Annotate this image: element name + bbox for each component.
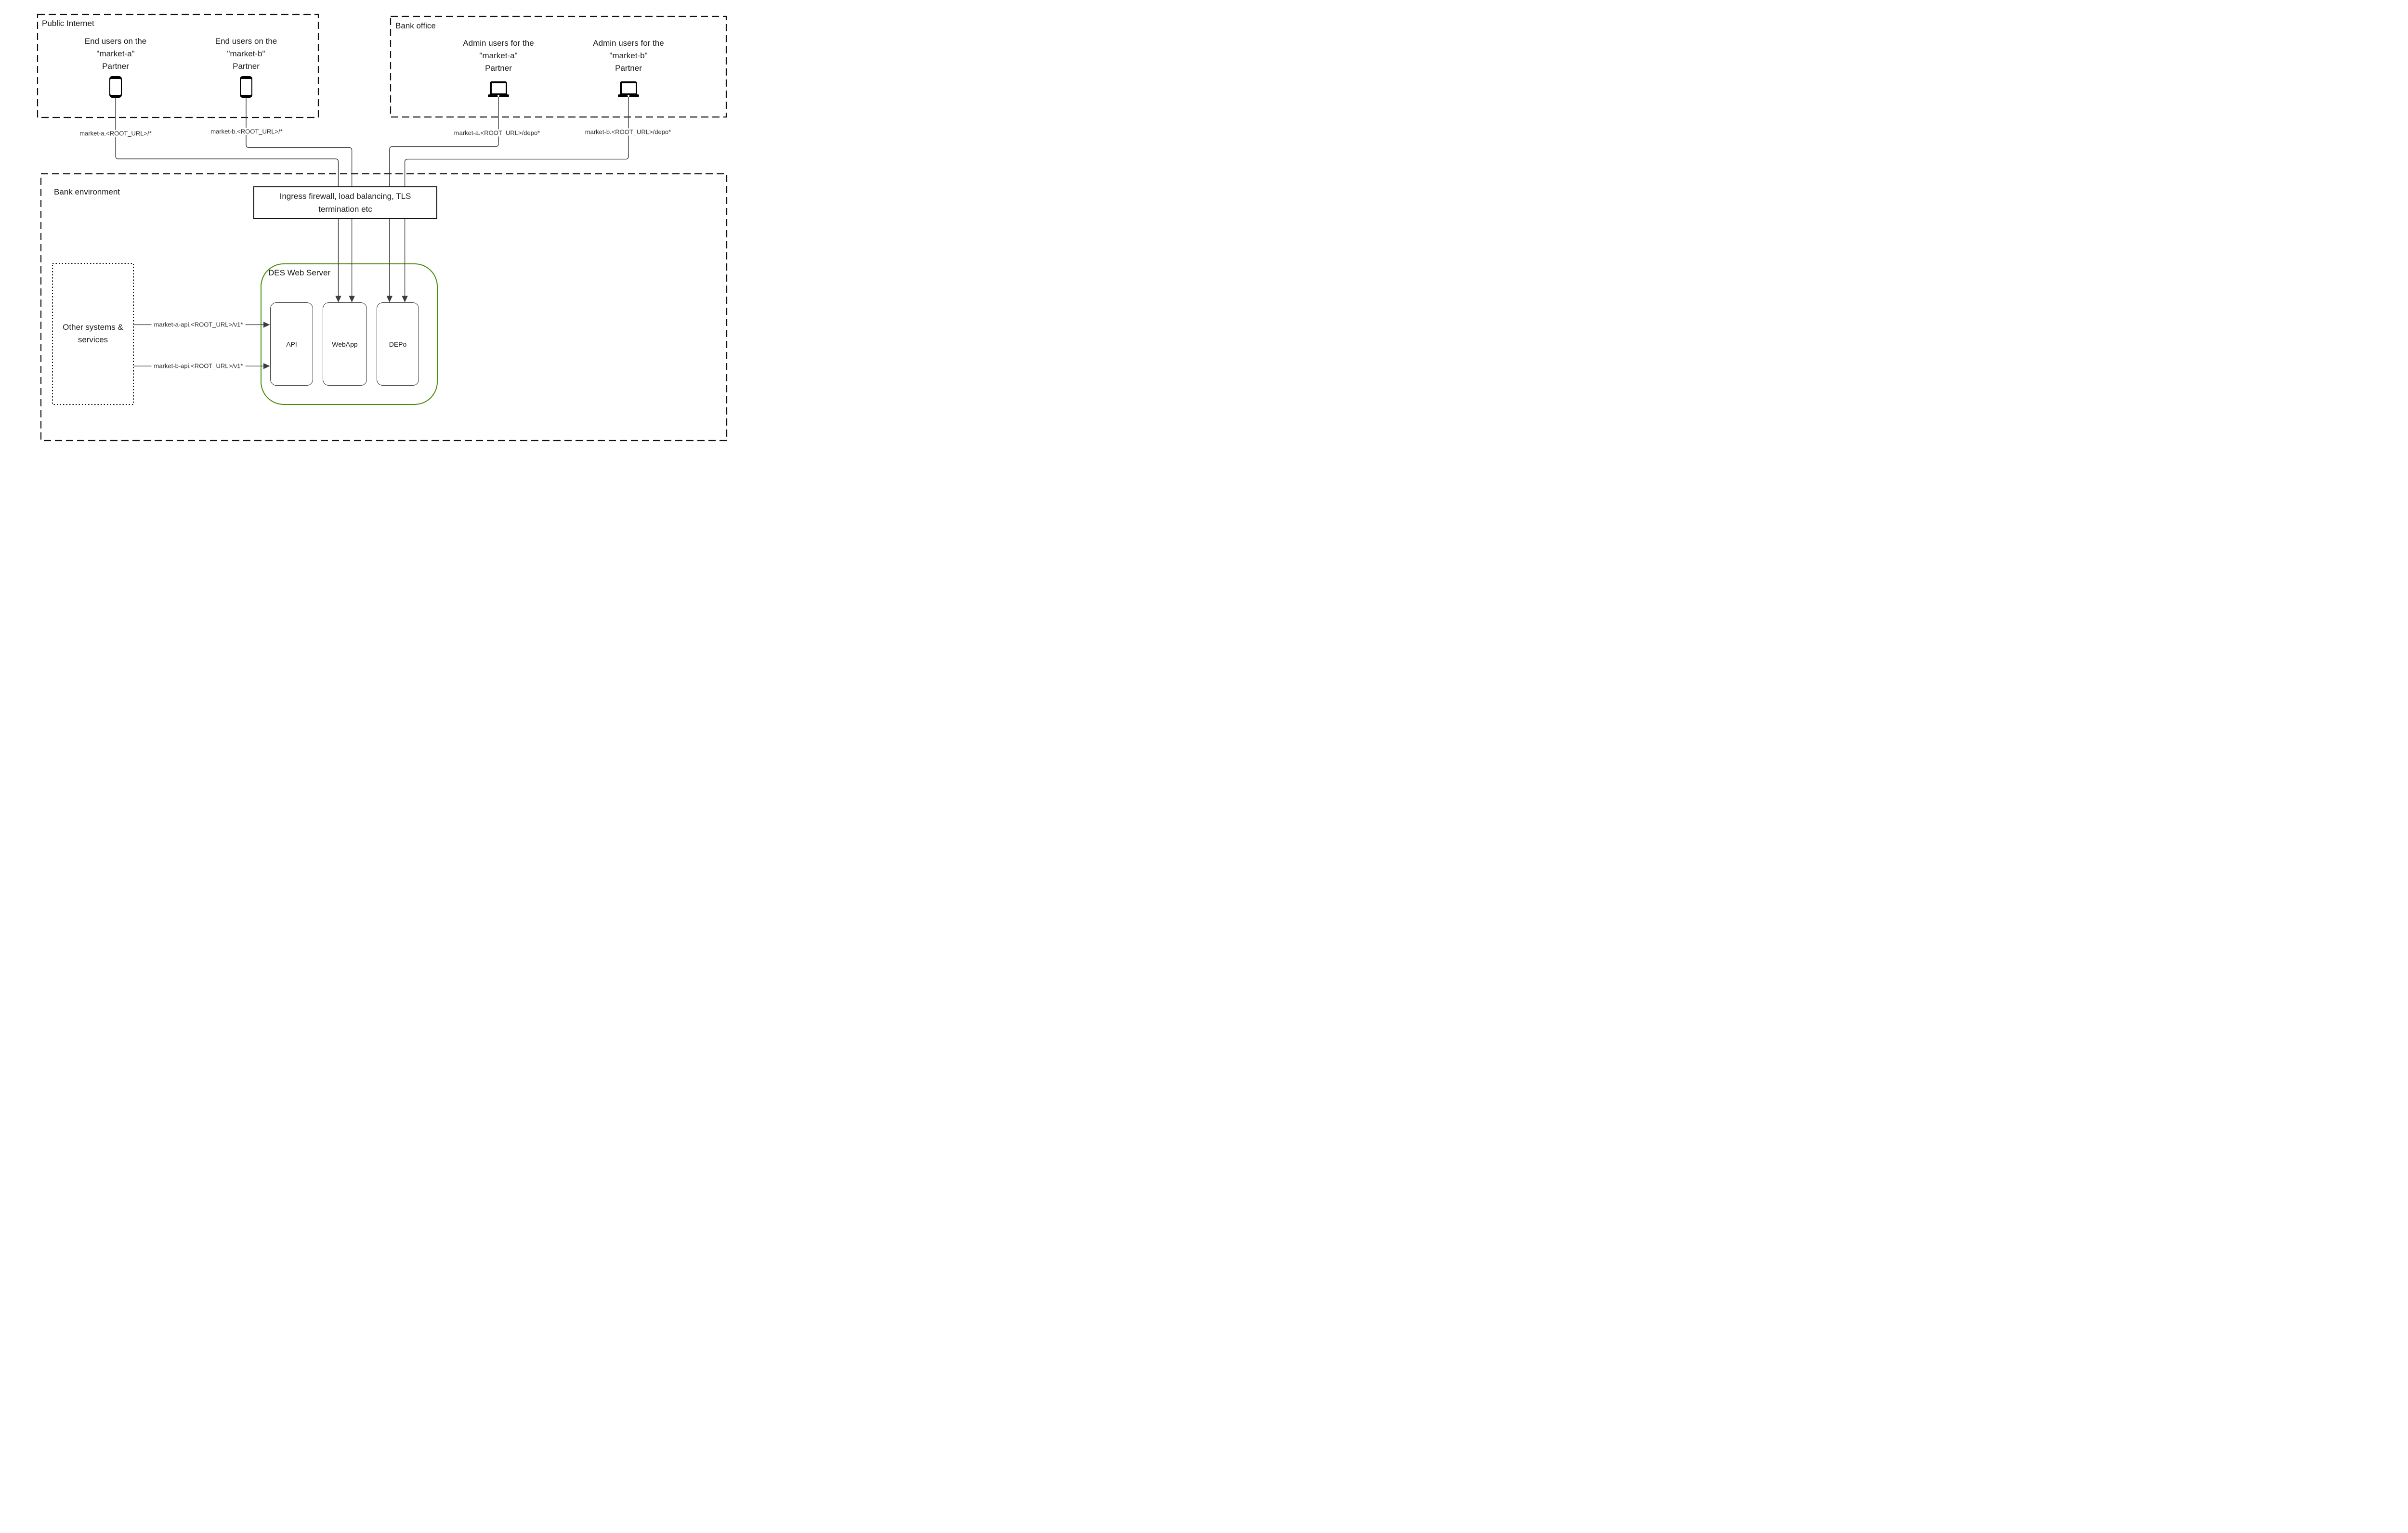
admin-b-label: Admin users for the "market-b" Partner [576, 37, 681, 75]
route-label-end-user-a: market-a.<ROOT_URL>/* [77, 130, 154, 137]
admin-a-line1: Admin users for the [463, 39, 534, 48]
end-user-a-line2: "market-a" [96, 49, 135, 58]
smartphone-screen [241, 78, 251, 95]
admin-a-label: Admin users for the "market-a" Partner [445, 37, 551, 75]
route-label-end-user-b: market-b.<ROOT_URL>/* [208, 128, 285, 135]
smartphone-icon [109, 76, 122, 98]
webapp-node-label: WebApp [332, 340, 358, 348]
other-systems-box [52, 263, 134, 405]
route-label-api-b: market-b-api.<ROOT_URL>/v1* [151, 362, 246, 370]
end-user-b-line1: End users on the [215, 37, 277, 46]
architecture-diagram: Public Internet Bank office Bank environ… [0, 0, 756, 479]
public-internet-title: Public Internet [42, 19, 94, 28]
end-user-a-line3: Partner [102, 62, 129, 71]
depo-node: DEPo [377, 302, 419, 386]
bank-environment-title: Bank environment [54, 187, 120, 196]
depo-node-label: DEPo [389, 340, 407, 348]
laptop-notch [497, 95, 499, 97]
des-web-server-title: DES Web Server [268, 268, 331, 277]
api-node-label: API [286, 340, 297, 348]
laptop-notch [628, 95, 629, 97]
laptop-icon [618, 81, 639, 98]
ingress-label-line2: termination etc [318, 205, 372, 214]
other-systems-line1: Other systems & [63, 323, 123, 332]
admin-b-line1: Admin users for the [593, 39, 664, 48]
end-user-b-label: End users on the "market-b" Partner [193, 35, 299, 73]
other-systems-line2: services [78, 335, 108, 344]
route-label-admin-b: market-b.<ROOT_URL>/depo* [582, 128, 674, 136]
admin-b-line3: Partner [615, 64, 642, 73]
route-label-admin-a: market-a.<ROOT_URL>/depo* [451, 129, 543, 136]
bank-office-title: Bank office [395, 21, 436, 30]
laptop-screen-inner [621, 83, 636, 93]
other-systems-label: Other systems & services [52, 321, 133, 346]
end-user-b-line2: "market-b" [227, 49, 265, 58]
laptop-icon [488, 81, 509, 98]
ingress-node: Ingress firewall, load balancing, TLS te… [253, 186, 437, 219]
admin-a-line3: Partner [485, 64, 512, 73]
end-user-a-label: End users on the "market-a" Partner [63, 35, 169, 73]
route-label-api-a: market-a-api.<ROOT_URL>/v1* [151, 321, 246, 328]
smartphone-icon [239, 76, 252, 98]
admin-a-line2: "market-a" [479, 51, 518, 60]
end-user-b-line3: Partner [233, 62, 260, 71]
laptop-screen-inner [491, 83, 506, 93]
ingress-label-line1: Ingress firewall, load balancing, TLS [279, 192, 411, 201]
api-node: API [270, 302, 313, 386]
end-user-a-line1: End users on the [84, 37, 147, 46]
smartphone-screen [110, 78, 121, 95]
admin-b-line2: "market-b" [609, 51, 648, 60]
webapp-node: WebApp [323, 302, 367, 386]
